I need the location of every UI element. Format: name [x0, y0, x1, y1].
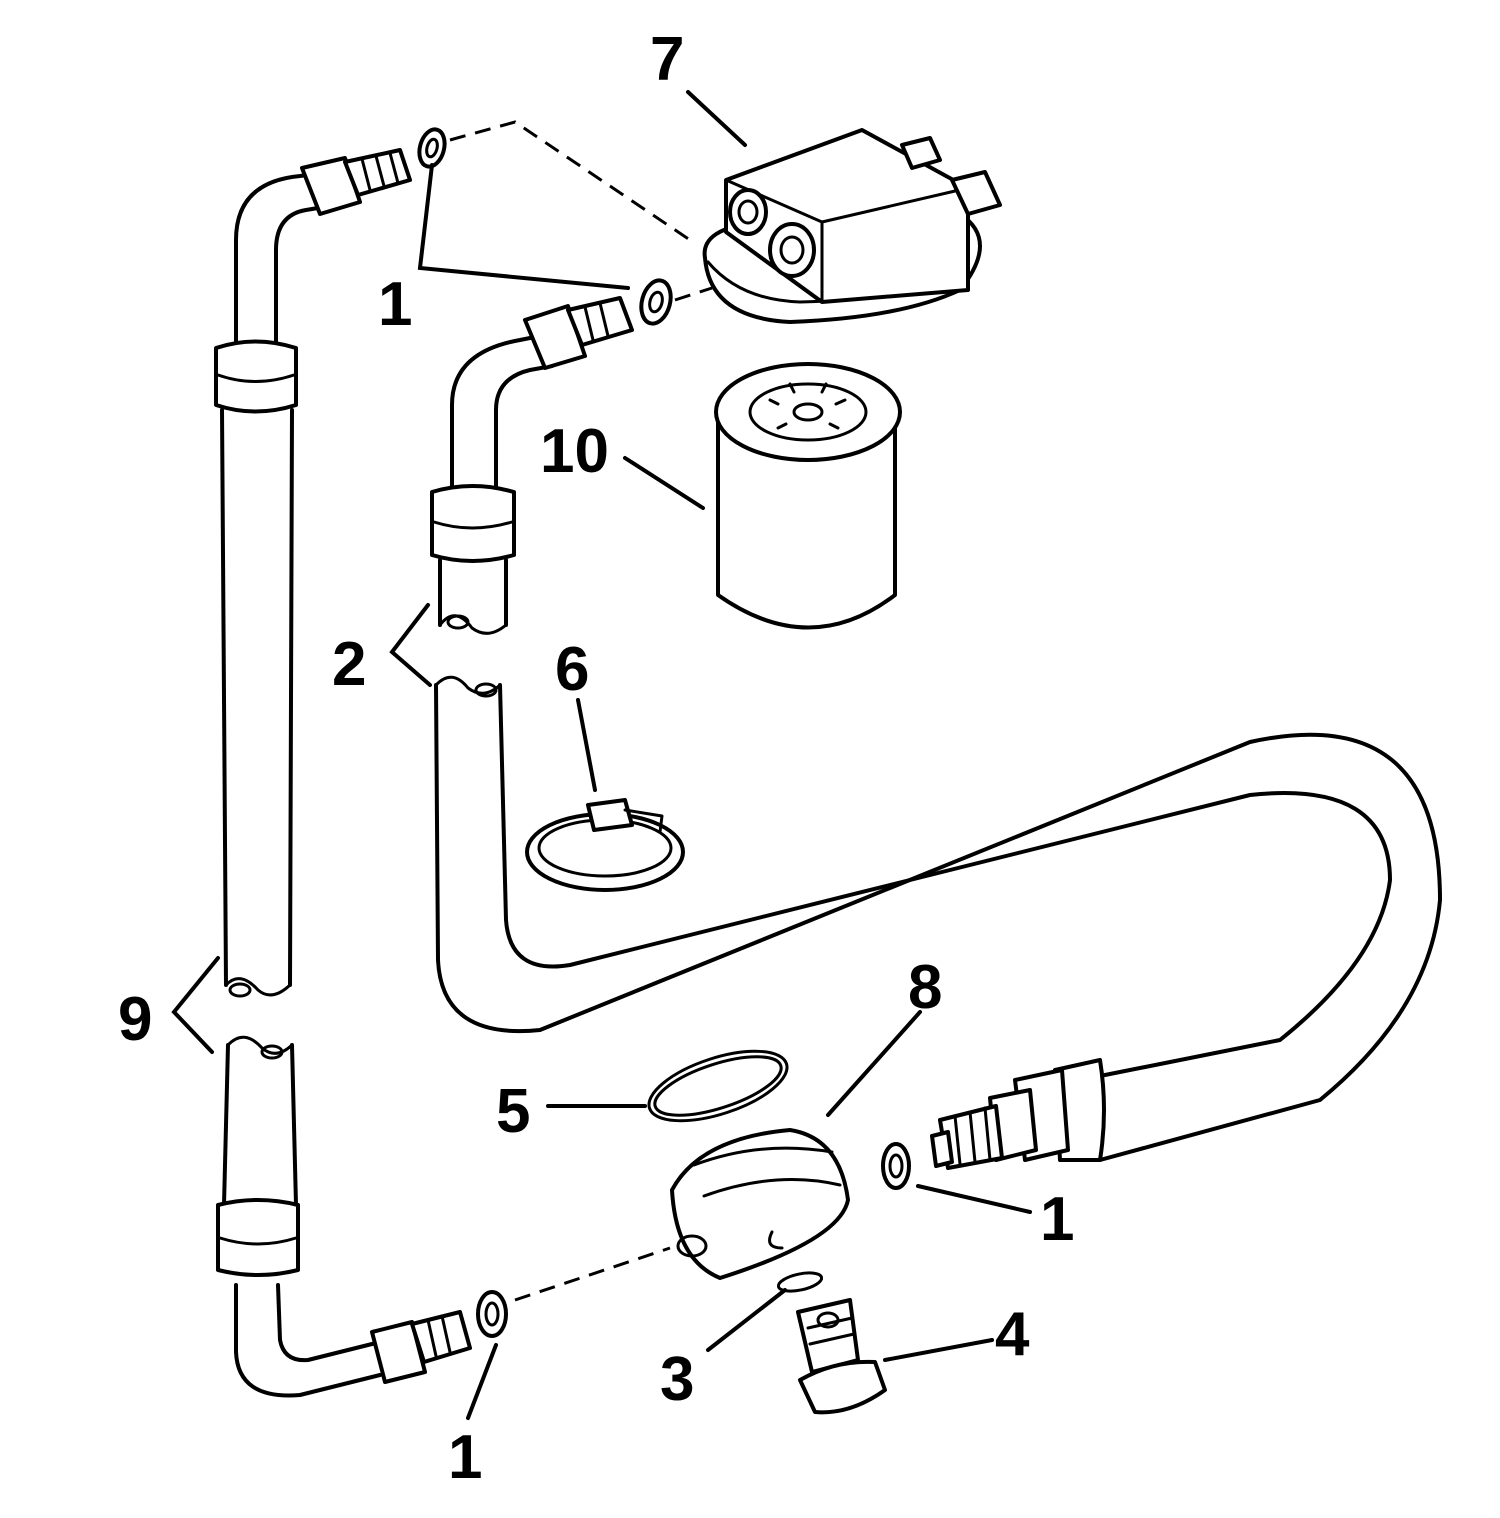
callout-7: 7	[650, 25, 684, 94]
washer-top-upper	[417, 127, 447, 169]
callout-2: 2	[332, 630, 366, 699]
alignment-lines	[449, 120, 713, 1302]
callout-1-right: 1	[1040, 1185, 1074, 1254]
cooler-adapter	[670, 1128, 850, 1280]
hose-assembly-long	[430, 296, 1442, 1170]
callout-1-top: 1	[378, 270, 412, 339]
washer-right	[881, 1142, 911, 1190]
hose-assembly-left	[214, 148, 472, 1398]
callout-6: 6	[555, 635, 589, 704]
washer-top-lower	[639, 278, 673, 326]
drain-bolt	[796, 1298, 887, 1415]
washer-small	[776, 1271, 824, 1293]
leader-lines	[171, 90, 1032, 1420]
callout-8: 8	[908, 953, 942, 1022]
callout-10: 10	[540, 417, 609, 486]
oil-filter	[714, 362, 902, 630]
hose-clamp	[525, 798, 685, 892]
o-ring-large	[647, 1049, 789, 1123]
callout-5: 5	[496, 1077, 530, 1146]
callout-9: 9	[118, 985, 152, 1054]
callout-labels: 7 1 10 2 6 9 8 5 1 4 3 1	[118, 25, 1074, 1492]
callout-3: 3	[660, 1345, 694, 1414]
callout-1-bottom: 1	[448, 1423, 482, 1492]
callout-4: 4	[995, 1300, 1030, 1369]
washer-bottom	[476, 1290, 508, 1338]
filter-adapter-base	[702, 128, 1002, 324]
